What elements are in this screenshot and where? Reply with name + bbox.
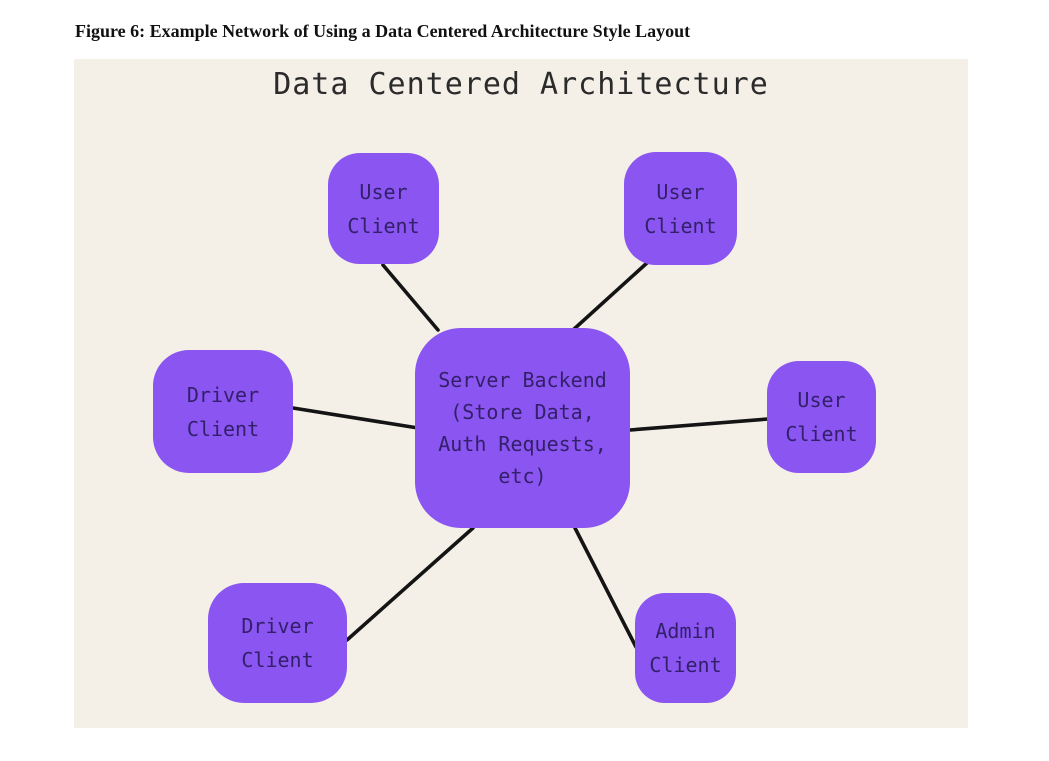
node-admin-client-bottom-right: Admin Client xyxy=(635,593,736,703)
node-driver-client-bottom-left: Driver Client xyxy=(208,583,347,703)
node-label-line: User xyxy=(656,179,705,204)
node-label-line: Admin xyxy=(655,619,716,643)
node-label-line: Client xyxy=(649,653,722,677)
node-label-line: User xyxy=(797,388,846,412)
node-server-backend: Server Backend (Store Data, Auth Request… xyxy=(415,328,630,528)
node-label-line: Client xyxy=(785,422,858,446)
edge-driver-left-to-server xyxy=(291,406,420,430)
node-label-line: etc) xyxy=(498,464,547,488)
node-label-line: Driver xyxy=(241,614,314,638)
node-label-line: User xyxy=(359,179,408,204)
node-user-client-top-left: User Client xyxy=(328,153,439,264)
edge-server-to-driver-bottom xyxy=(345,526,475,642)
diagram-title: Data Centered Architecture xyxy=(273,67,769,102)
diagram-panel: Data Centered Architecture Server Backen… xyxy=(74,59,968,728)
node-label-line: Client xyxy=(644,213,717,238)
node-driver-client-left: Driver Client xyxy=(153,350,293,473)
node-label-line: Auth Requests, xyxy=(438,432,607,456)
edge-layer xyxy=(291,260,770,649)
node-label-line: Server Backend xyxy=(438,368,607,392)
node-label-line: Client xyxy=(347,213,420,238)
node-user-client-right: User Client xyxy=(767,361,876,473)
figure-caption: Figure 6: Example Network of Using a Dat… xyxy=(75,21,691,41)
node-label-line: Client xyxy=(186,416,260,441)
node-label-line: (Store Data, xyxy=(450,400,595,424)
node-user-client-top-right: User Client xyxy=(624,152,737,265)
node-label-line: Client xyxy=(241,648,314,672)
edge-user-top-left-to-server xyxy=(381,263,440,332)
edge-server-to-admin-bottom xyxy=(573,526,638,649)
node-label-line: Driver xyxy=(186,382,260,407)
edge-user-top-right-to-server xyxy=(571,260,650,332)
edge-server-to-user-right xyxy=(628,417,770,432)
